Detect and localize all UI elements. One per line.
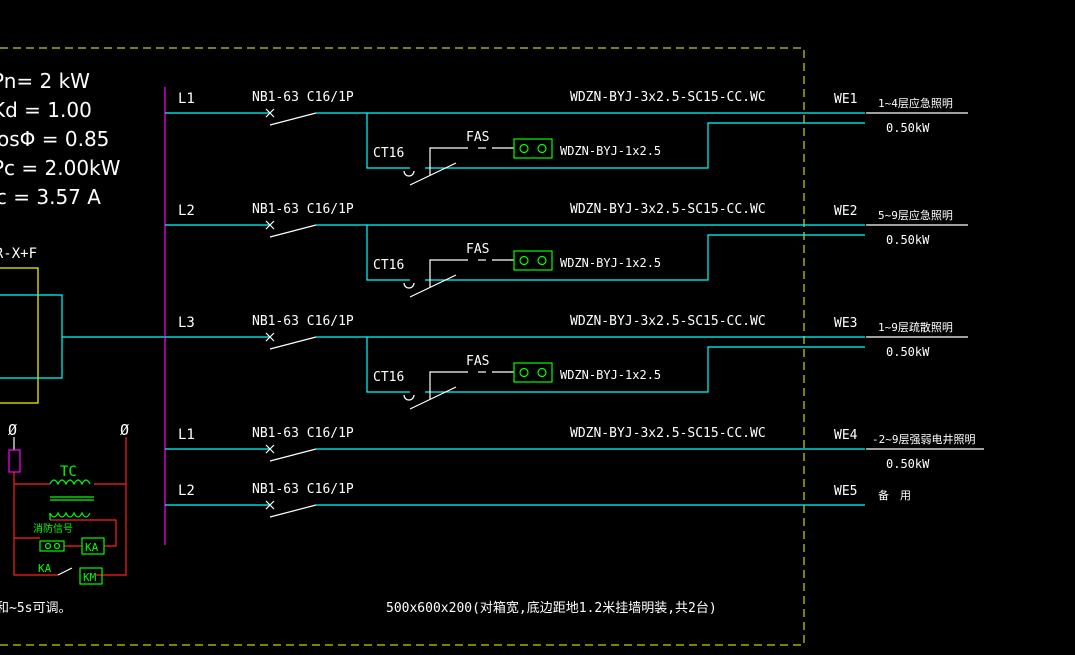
cable-label: WDZN-BYJ-3x2.5-SC15-CC.WC [570,90,766,105]
km-coil [79,567,103,585]
circuit-id: WE2 [834,204,857,219]
cable-label: WDZN-BYJ-3x2.5-SC15-CC.WC [570,202,766,217]
phase-label: L1 [178,427,195,443]
circuit-id: WE4 [834,428,858,443]
fas-terminal-icon [513,138,553,159]
phase-label: L2 [178,483,195,499]
breaker-model: PCR-X+F [0,246,37,262]
cable-label: WDZN-BYJ-3x2.5-SC15-CC.WC [570,426,766,441]
breaker-switch-icon [265,332,317,350]
circuit-id: WE1 [834,92,857,107]
ct-label: CT16 [373,258,404,273]
breaker-label: NB1-63 C16/1P [252,426,354,441]
ct-label: CT16 [373,370,404,385]
param-kd: Kd = 1.00 [0,98,92,122]
footnote-left: 和~5s可调。 [0,601,71,616]
transformer-symbol [49,479,94,520]
phi-right: Ø [120,421,129,439]
circuit-desc: 备 用 [878,488,911,502]
circuit-row: L2 NB1-63 C16/1P WDZN-BYJ-3x2.5-SC15-CC.WC… [165,202,968,298]
main-feed-line [0,294,165,379]
circuit-desc: 1~9层疏散照明 [878,320,953,334]
fas-cable-label: WDZN-BYJ-1x2.5 [560,256,661,270]
ka-coil [81,537,105,555]
ct-label: CT16 [373,146,404,161]
circuit-desc: 1~4层应急照明 [878,96,953,110]
fas-label: FAS [466,354,489,369]
circuit-power: 0.50kW [886,233,930,247]
circuit-row: L1 NB1-63 C16/1P WDZN-BYJ-3x2.5-SC15-CC.WC… [165,426,984,471]
enclosure-border [0,47,805,646]
breaker-label: NB1-63 C16/1P [252,314,354,329]
param-pn: Pn= 2 kW [0,69,90,93]
main-breaker-box [0,267,39,404]
control-circuit: Ø Ø TC 消防信号 KA KA KM [8,421,129,585]
contactor-icon [403,259,468,298]
ka-coil-label: KA [85,541,99,554]
circuit-desc: -2~9层强弱电井照明 [872,432,976,446]
contactor-icon [403,147,468,186]
circuit-row: L1 NB1-63 C16/1P WDZN-BYJ-3x2.5-SC15-CC.WC… [165,90,968,186]
breaker-switch-icon [265,220,317,238]
phi-left: Ø [8,421,17,439]
circuit-power: 0.50kW [886,345,930,359]
circuit-power: 0.50kW [886,457,930,471]
param-ic: Ic = 3.57 A [0,185,101,209]
contactor-icon [403,371,468,410]
footnote: 500x600x200(对箱宽,底边距地1.2米挂墙明装,共2台) [386,600,717,616]
tc-label: TC [60,464,77,480]
breaker-switch-icon [265,444,317,462]
param-cos: cosΦ = 0.85 [0,127,109,151]
circuit-id: WE3 [834,316,857,331]
breaker-label: NB1-63 C16/1P [252,202,354,217]
breaker-label: NB1-63 C16/1P [252,482,354,497]
breaker-switch-icon [265,500,317,518]
cable-label: WDZN-BYJ-3x2.5-SC15-CC.WC [570,314,766,329]
fas-cable-label: WDZN-BYJ-1x2.5 [560,144,661,158]
breaker-label: NB1-63 C16/1P [252,90,354,105]
fuse-symbol [8,449,21,473]
fas-terminal-icon [513,250,553,271]
ka-contact-label: KA [38,562,52,575]
fas-cable-label: WDZN-BYJ-1x2.5 [560,368,661,382]
circuit-desc: 5~9层应急照明 [878,208,953,222]
breaker-switch-icon [265,108,317,126]
signal-contact [39,540,65,552]
km-coil-label: KM [83,571,97,584]
phase-label: L3 [178,315,195,331]
circuit-row: L2 NB1-63 C16/1P WE5 备 用 [165,482,911,518]
circuit-power: 0.50kW [886,121,930,135]
phase-label: L2 [178,203,195,219]
fas-terminal-icon [513,362,553,383]
fas-label: FAS [466,130,489,145]
circuit-id: WE5 [834,484,857,499]
phase-label: L1 [178,91,195,107]
circuit-row: L3 NB1-63 C16/1P WDZN-BYJ-3x2.5-SC15-CC.WC… [165,314,968,410]
param-pc: Pc = 2.00kW [0,156,121,180]
signal-label: 消防信号 [33,522,73,535]
fas-label: FAS [466,242,489,257]
